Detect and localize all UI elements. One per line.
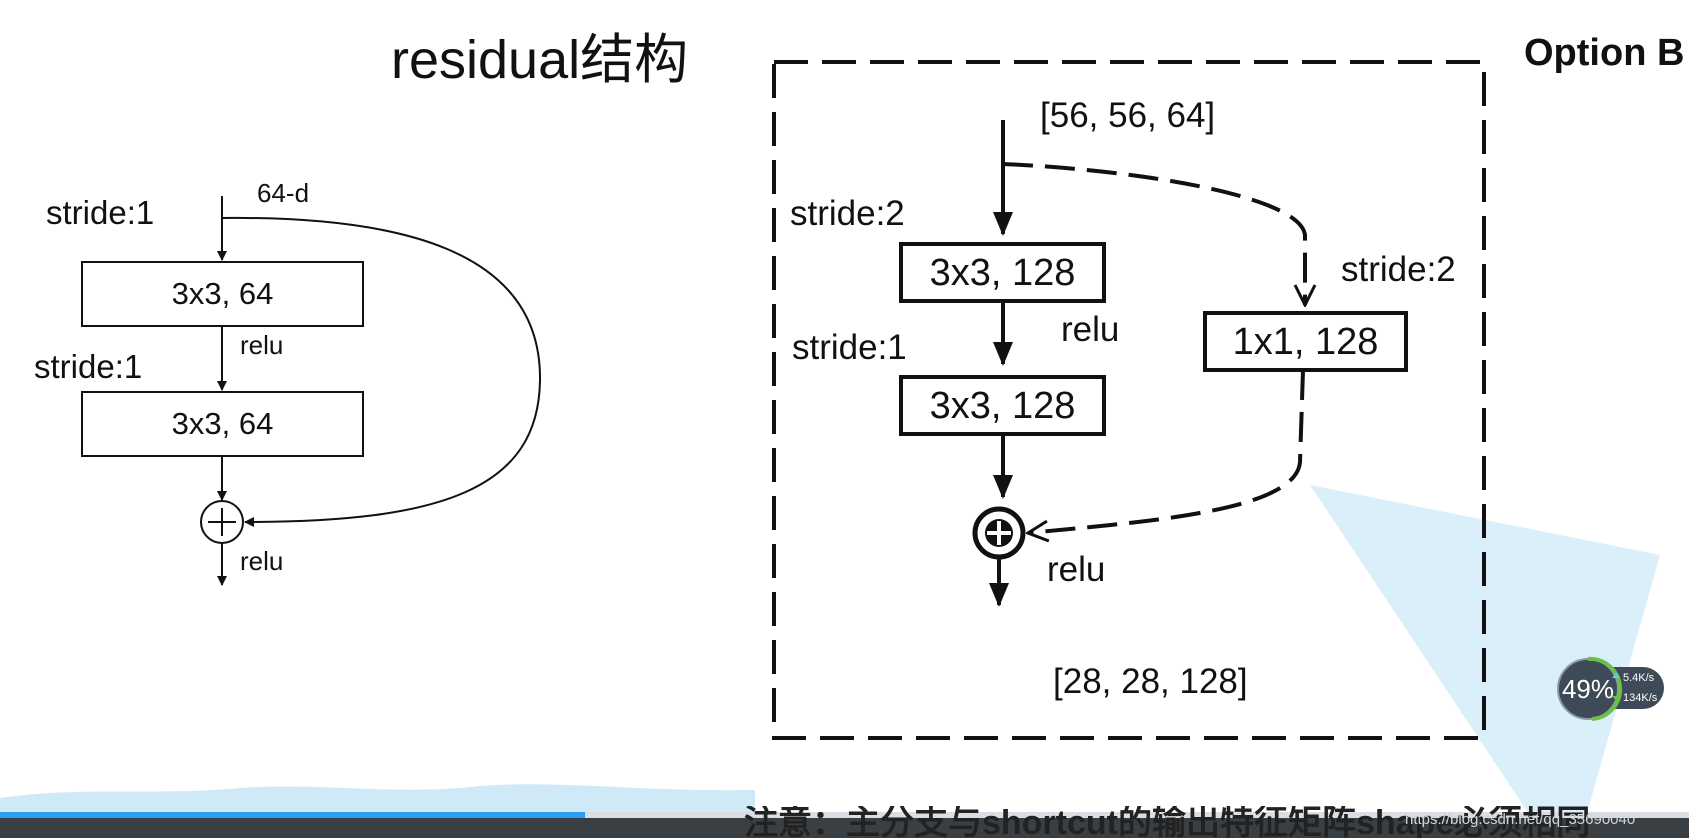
left-shortcut-curve <box>221 216 542 527</box>
right-relu-out-label: relu <box>1047 550 1106 589</box>
video-control-strip <box>0 818 1689 838</box>
left-input-dim-label: 64-d <box>257 178 310 208</box>
speed-widget-upload: 5.4K/s <box>1623 672 1655 684</box>
right-conv1-label: 3x3, 128 <box>929 252 1076 294</box>
left-conv1-label: 3x3, 64 <box>171 276 274 311</box>
right-stride-shortcut-label: stride:2 <box>1341 250 1456 289</box>
left-residual-block <box>81 196 542 586</box>
video-player-bar <box>0 784 1689 838</box>
video-waveform <box>0 784 755 814</box>
speed-widget-ring <box>1587 656 1623 721</box>
right-stride-main1-label: stride:2 <box>790 194 905 233</box>
left-stride-top-label: stride:1 <box>46 194 155 231</box>
option-b-label: Option B <box>1524 32 1685 74</box>
download-arrow-icon <box>1612 696 1620 701</box>
speed-widget-percent: 49% <box>1561 674 1615 704</box>
right-shortcut-conv-box <box>1203 311 1408 372</box>
right-conv2-label: 3x3, 128 <box>929 385 1076 427</box>
video-progress-track[interactable] <box>0 812 1689 818</box>
left-relu-mid-label: relu <box>240 330 284 360</box>
right-output-shape-label: [28, 28, 128] <box>1053 662 1248 701</box>
left-conv2-box <box>81 391 364 457</box>
left-conv1-box <box>81 261 364 327</box>
footer-note: 注意：主分支与shortcut的输出特征矩阵shape必须相同 <box>744 806 1591 838</box>
video-progress-fill <box>0 812 585 818</box>
left-relu-out-label: relu <box>240 546 284 576</box>
upload-arrow-icon <box>1612 673 1620 678</box>
option-b-dashed-frame <box>772 60 1486 740</box>
watermark: https://blog.csdn.net/qq_35690040 <box>1405 811 1636 828</box>
network-speed-widget <box>1557 656 1664 721</box>
right-residual-block <box>772 60 1486 740</box>
left-stride-mid-label: stride:1 <box>34 348 143 385</box>
right-shortcut-conv-label: 1x1, 128 <box>1232 321 1379 363</box>
right-shortcut-dashed-top <box>1002 162 1305 305</box>
right-conv1-box <box>899 242 1106 303</box>
left-conv2-label: 3x3, 64 <box>171 406 274 441</box>
right-shortcut-dashed-bottom <box>1028 369 1305 533</box>
right-relu-mid-label: relu <box>1061 310 1120 349</box>
right-stride-main2-label: stride:1 <box>792 328 907 367</box>
speed-widget-download: 134K/s <box>1623 692 1658 704</box>
right-conv2-box <box>899 375 1106 436</box>
page-title: residual结构 <box>391 30 689 90</box>
right-input-shape-label: [56, 56, 64] <box>1040 96 1216 135</box>
